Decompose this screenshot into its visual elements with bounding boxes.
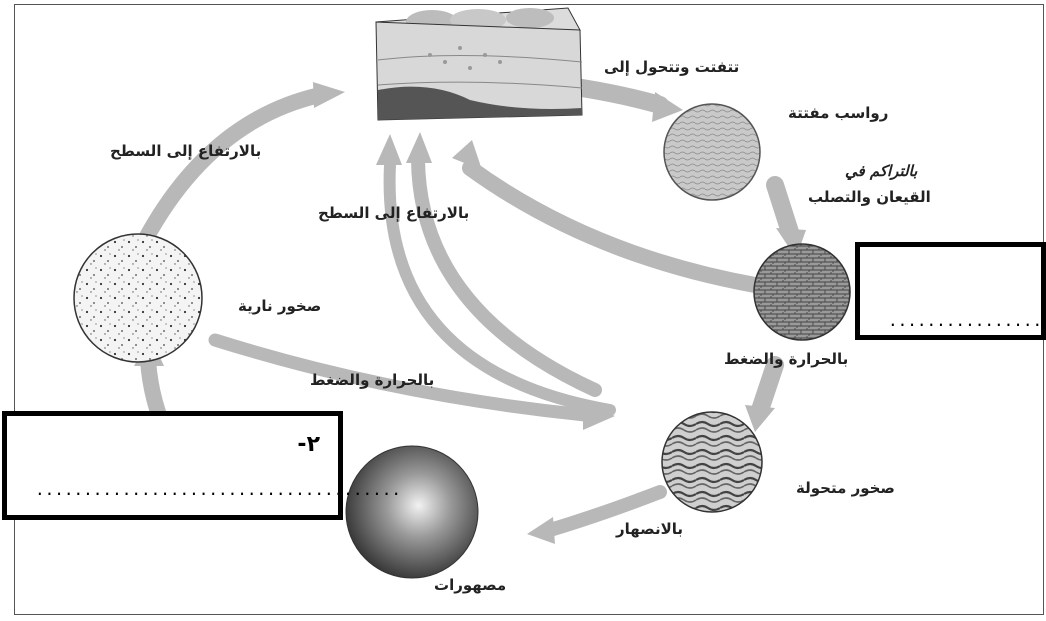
landscape-block xyxy=(376,8,582,120)
magma-circle xyxy=(346,446,478,578)
igneous-rock-circle xyxy=(74,234,202,362)
answer-box-2[interactable]: ٢- .....................................… xyxy=(2,411,343,520)
answer-box-1[interactable]: .................... xyxy=(855,242,1046,340)
arrowhead-melting xyxy=(527,517,555,544)
label-magma: مصهورات xyxy=(434,576,506,594)
label-uplift-left: بالارتفاع إلى السطح xyxy=(110,142,261,160)
label-weathering: تتفتت وتتحول إلى xyxy=(604,58,739,76)
arrowhead-uplift-center xyxy=(406,132,432,163)
answer-box-2-dots: ...................................... xyxy=(35,480,401,499)
answer-box-2-number: ٢- xyxy=(297,432,320,457)
label-heat-pressure-center: بالحرارة والضغط xyxy=(310,371,434,389)
label-igneous: صخور نارية xyxy=(238,297,321,315)
label-uplift-center: بالارتفاع إلى السطح xyxy=(318,204,469,222)
label-sediments: رواسب مفتتة xyxy=(788,104,888,122)
sedimentary-rock-circle xyxy=(754,244,850,340)
label-heat-pressure-right: بالحرارة والضغط xyxy=(724,350,848,368)
label-metamorphic: صخور متحولة xyxy=(796,479,895,497)
label-melting: بالانصهار xyxy=(616,520,683,538)
sediments-circle xyxy=(664,104,760,200)
arrowhead-uplift-left xyxy=(313,82,345,108)
answer-box-1-dots: .................... xyxy=(888,311,1046,330)
arrowhead-uplift-center2 xyxy=(376,134,402,165)
metamorphic-rock-circle xyxy=(662,412,762,512)
label-deposition-2: القيعان والتصلب xyxy=(808,188,931,206)
label-deposition-1: بالتراكم في xyxy=(845,162,917,180)
